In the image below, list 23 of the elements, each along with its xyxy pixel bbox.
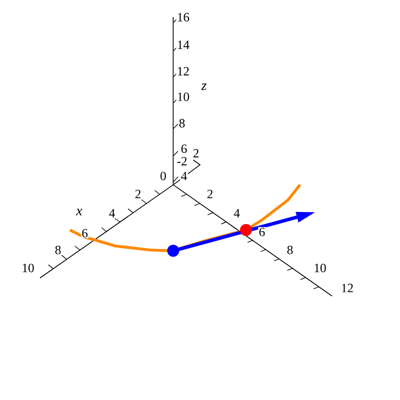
tick-label: 4 [108, 208, 116, 218]
tick-label: 2 [134, 189, 142, 199]
tick-label: 12 [340, 283, 354, 293]
axis-label: z [200, 82, 208, 91]
tick-label: 12 [176, 66, 190, 76]
tick-label: 6 [80, 228, 89, 238]
tick-label: -2 [176, 156, 188, 166]
tick-label: 4 [232, 208, 241, 218]
tick-label: 14 [176, 40, 190, 50]
tick-label: 8 [178, 118, 186, 128]
tick-label: 10 [176, 92, 190, 102]
tick-label: 2 [206, 189, 214, 199]
tick-label: 8 [286, 245, 294, 255]
tick-label: 0 [159, 171, 168, 181]
tick-label: 8 [54, 245, 62, 255]
tick-label: 6 [180, 144, 188, 154]
tick-label: 16 [176, 12, 190, 22]
tick-label: 2 [192, 148, 200, 158]
tick-label: 10 [20, 263, 36, 273]
tick-label: 10 [312, 263, 328, 273]
axis-label: x [75, 208, 84, 216]
tick-label: 6 [258, 227, 266, 237]
tick-label: 4 [180, 171, 188, 181]
